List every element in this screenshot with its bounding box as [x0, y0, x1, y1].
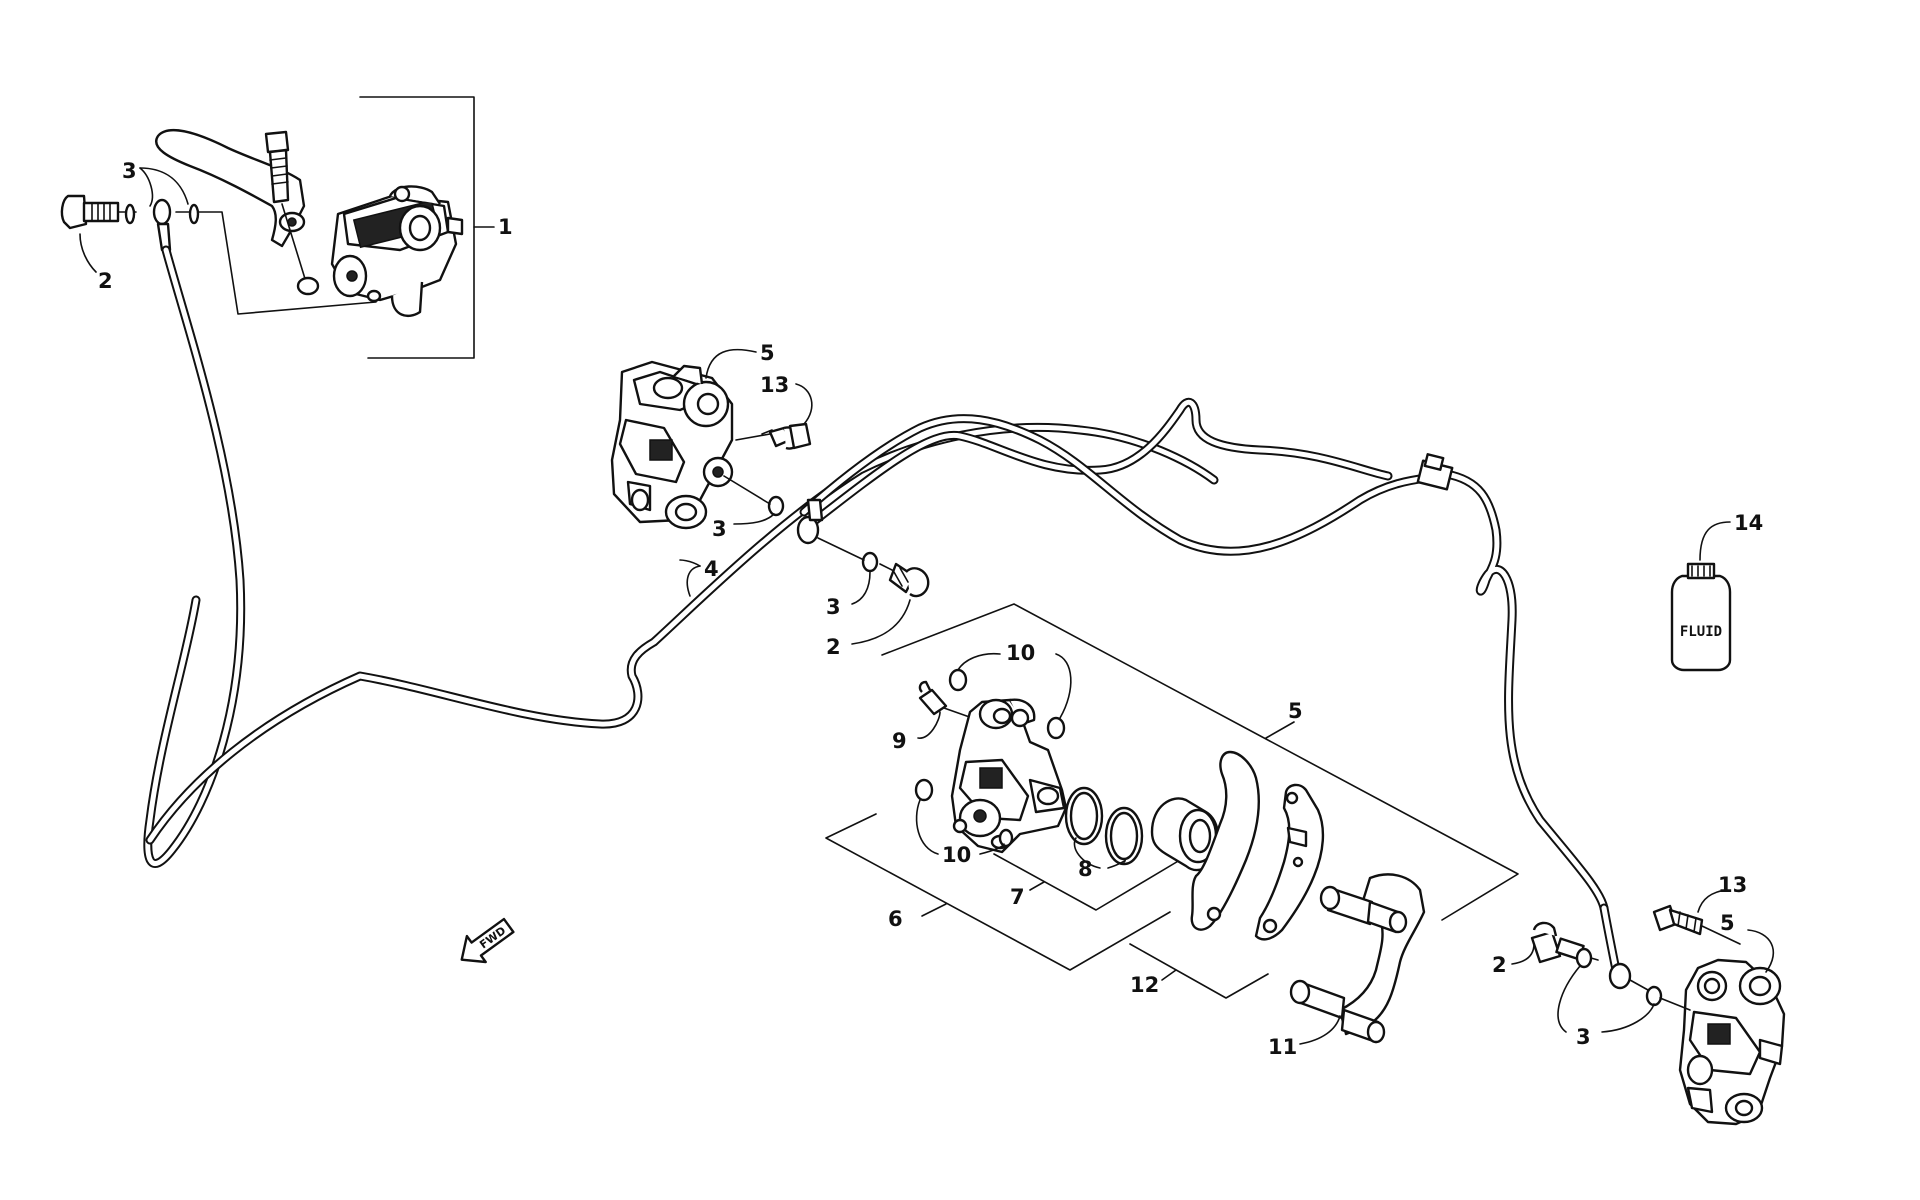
- callout-3-front-left: 3: [712, 517, 727, 541]
- caliper-exploded-assembly: [825, 603, 1519, 1044]
- callout-7-bracket: [993, 853, 1181, 911]
- caliper-mounting-bracket: [1289, 873, 1426, 1044]
- banjo-fitting-left: [152, 198, 172, 226]
- lever-pivot-nut: [296, 276, 320, 296]
- brake-pad-outer: [1254, 783, 1325, 941]
- callout-2-middle: 2: [826, 635, 841, 659]
- caliper-bolt-front-left: [735, 422, 812, 450]
- callout-10-bottom: 10: [942, 843, 971, 867]
- o-ring-10-top-right: [1046, 716, 1066, 740]
- hose-end-fitting-front-left: [796, 515, 820, 545]
- brake-lever: [155, 129, 306, 248]
- callout-6: 6: [888, 907, 903, 931]
- callout-12-bracket: [1129, 943, 1269, 999]
- callout-5-bracket: [881, 603, 1519, 921]
- left-banjo-connection: [60, 194, 200, 252]
- callout-4: 4: [704, 557, 719, 581]
- brake-lines: [143, 245, 1621, 975]
- banjo-bolt-right: [1530, 930, 1562, 964]
- callout-3-front-right: 3: [1576, 1025, 1591, 1049]
- callout-leaders: [79, 167, 1775, 1045]
- callout-9: 9: [892, 729, 907, 753]
- sealing-washer-front-left-2: [861, 551, 879, 573]
- banjo-bolt-front-left: [879, 562, 930, 598]
- callout-12-leader: [1161, 969, 1177, 981]
- master-cylinder-assembly: [155, 96, 495, 359]
- bleeder-screw: [918, 680, 979, 721]
- sealing-washer-right-1: [1575, 947, 1593, 969]
- callout-5-front-right: 5: [1720, 911, 1735, 935]
- sealing-washer-left-2: [188, 203, 200, 225]
- callout-3-middle: 3: [826, 595, 841, 619]
- callout-7: 7: [1010, 885, 1025, 909]
- callout-8: 8: [1078, 857, 1093, 881]
- callout-11: 11: [1268, 1035, 1297, 1059]
- callout-7-leader: [1029, 881, 1045, 891]
- callout-2-front-right: 2: [1492, 953, 1507, 977]
- fluid-bottle-label: FLUID: [1680, 624, 1722, 640]
- banjo-bolt-left: [60, 194, 88, 230]
- callout-13-front-right: 13: [1718, 873, 1747, 897]
- hose-to-front-right-caliper: [1441, 469, 1609, 913]
- caliper-front-left: [610, 360, 734, 530]
- callout-5-front-left: 5: [760, 341, 775, 365]
- callout-labels: 1 2 3 5 13 3 4 3 2 10 9 5 10 8 7 6 12 11…: [98, 159, 1763, 1059]
- right-banjo-connection: [1530, 904, 1741, 1011]
- sealing-washer-front-left-1: [767, 495, 785, 517]
- callout-6-leader: [921, 903, 947, 917]
- brake-pad-inner: [1190, 750, 1260, 931]
- caliper-piston: [1150, 797, 1220, 872]
- o-ring-10-bottom-left: [914, 778, 934, 802]
- o-ring-10-bottom-right: [998, 828, 1014, 848]
- callout-13-front-left: 13: [760, 373, 789, 397]
- callout-1: 1: [498, 215, 513, 239]
- banjo-fitting-right: [1608, 962, 1632, 990]
- forward-direction-arrow: FWD: [460, 917, 515, 964]
- callout-14: 14: [1734, 511, 1763, 535]
- hose-to-front-left-caliper: [803, 397, 1393, 531]
- callout-5-exploded: 5: [1288, 699, 1303, 723]
- callout-6-bracket: [825, 813, 1171, 971]
- callout-2-top-left: 2: [98, 269, 113, 293]
- brake-fluid-bottle: FLUID: [1670, 562, 1732, 672]
- sealing-washer-right-2: [1645, 985, 1663, 1007]
- o-ring-10-top-left: [948, 668, 968, 692]
- callout-10-top: 10: [1006, 641, 1035, 665]
- callout-12: 12: [1130, 973, 1159, 997]
- callout-3-top-left: 3: [122, 159, 137, 183]
- caliper-front-right: [1678, 958, 1786, 1126]
- sealing-washer-left-1: [124, 203, 136, 225]
- callout-5-leader: [1265, 721, 1295, 739]
